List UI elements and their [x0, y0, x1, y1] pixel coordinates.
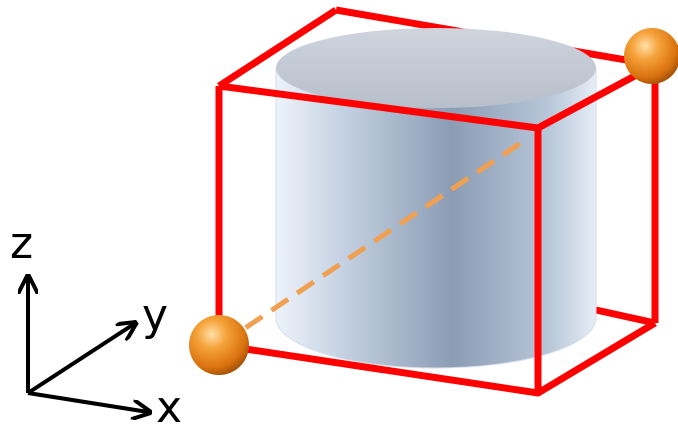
x-axis-arrow [27, 391, 148, 412]
x-axis-label: x [156, 382, 182, 430]
y-axis-arrow [26, 324, 134, 395]
cylinder-top-face [276, 28, 596, 108]
z-axis-label: z [10, 218, 33, 269]
corner-sphere-min [189, 315, 249, 375]
coordinate-axes: z y x [10, 218, 182, 430]
box-bottom-front-right-edge [536, 319, 657, 397]
cylinder-body [275, 67, 597, 369]
cylinder [275, 28, 597, 369]
y-axis-label: y [142, 290, 168, 341]
box-back-edge-bottom-right [595, 306, 656, 327]
box-back-edge-left [217, 7, 338, 89]
corner-sphere-max [624, 28, 678, 84]
